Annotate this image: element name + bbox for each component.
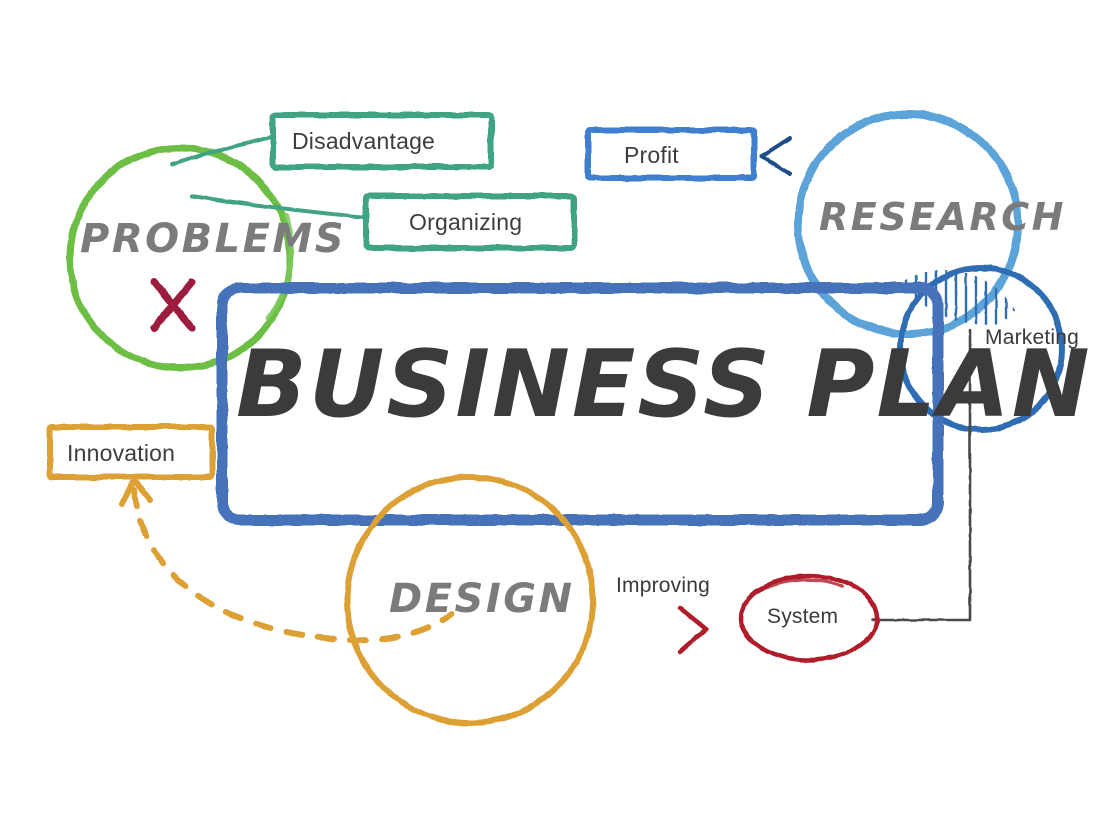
marketing-circle[interactable] (897, 265, 1065, 433)
profit-box-label: Profit (624, 142, 679, 168)
system-label: System (767, 605, 839, 628)
research-circle[interactable] (794, 110, 1022, 338)
design-circle-label: DESIGN (389, 576, 575, 622)
profit-box[interactable] (585, 127, 757, 181)
innovation-box[interactable] (47, 424, 215, 480)
problems-circle-label: PROBLEMS (80, 216, 347, 262)
x-cross-mark (150, 278, 196, 332)
system-ellipse[interactable] (738, 573, 880, 663)
research-circle-label: RESEARCH (819, 195, 1066, 239)
profit-arrow (760, 136, 864, 176)
page-title: BUSINESS PLAN (236, 330, 1092, 438)
improving-arrow (657, 605, 709, 655)
innovation-box-label: Innovation (67, 440, 176, 466)
innovation-dashed-arrow (119, 477, 455, 644)
improving-label: Improving (616, 574, 711, 597)
main-frame[interactable] (216, 282, 944, 526)
disadvantage-box[interactable] (270, 112, 494, 170)
organizing-box-label: Organizing (409, 209, 523, 235)
problems-circle[interactable] (66, 144, 295, 372)
disadvantage-box-label: Disadvantage (292, 128, 436, 154)
marketing-system-connector (870, 328, 972, 622)
organizing-box[interactable] (363, 193, 577, 251)
problems-organizing-connector (190, 194, 374, 220)
design-circle[interactable] (344, 474, 596, 726)
marketing-label: Marketing (985, 326, 1080, 349)
